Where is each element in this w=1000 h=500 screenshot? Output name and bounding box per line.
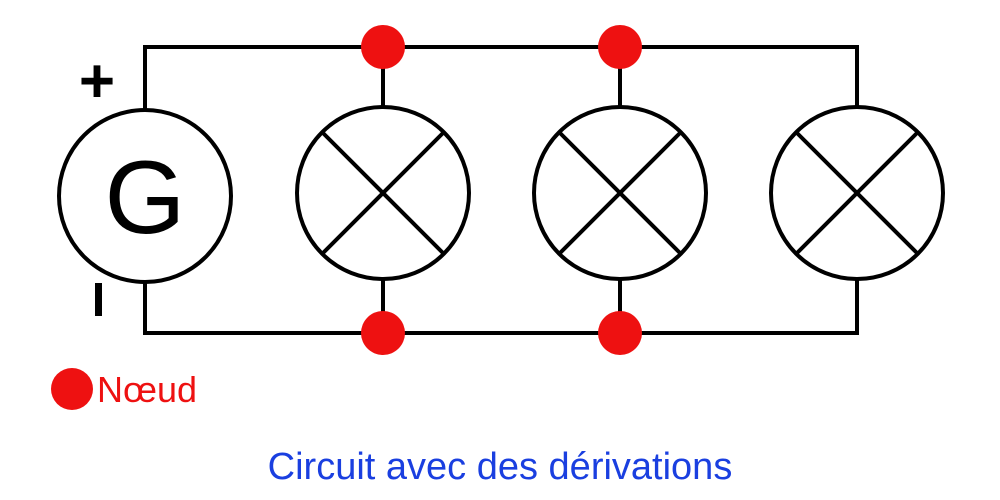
node-top-1 xyxy=(361,25,405,69)
diagram-caption: Circuit avec des dérivations xyxy=(268,446,733,488)
lamp-2 xyxy=(532,105,708,281)
minus-terminal-mark xyxy=(95,283,102,316)
legend: Nœud xyxy=(51,368,197,410)
generator: G xyxy=(57,108,233,284)
generator-circle xyxy=(57,108,233,284)
circuit-wires xyxy=(143,45,859,335)
junction-nodes xyxy=(361,25,642,355)
lamp-3 xyxy=(769,105,945,281)
legend-node-swatch xyxy=(51,368,93,410)
lamp-3-cross-b xyxy=(794,130,920,256)
generator-label: G xyxy=(105,140,186,256)
legend-label: Nœud xyxy=(97,369,197,410)
node-bottom-1 xyxy=(361,311,405,355)
lamp-1-cross-b xyxy=(320,130,446,256)
lamp-1 xyxy=(295,105,471,281)
node-bottom-2 xyxy=(598,311,642,355)
plus-terminal-label: + xyxy=(79,47,115,116)
lamp-2-cross-b xyxy=(557,130,683,256)
node-top-2 xyxy=(598,25,642,69)
